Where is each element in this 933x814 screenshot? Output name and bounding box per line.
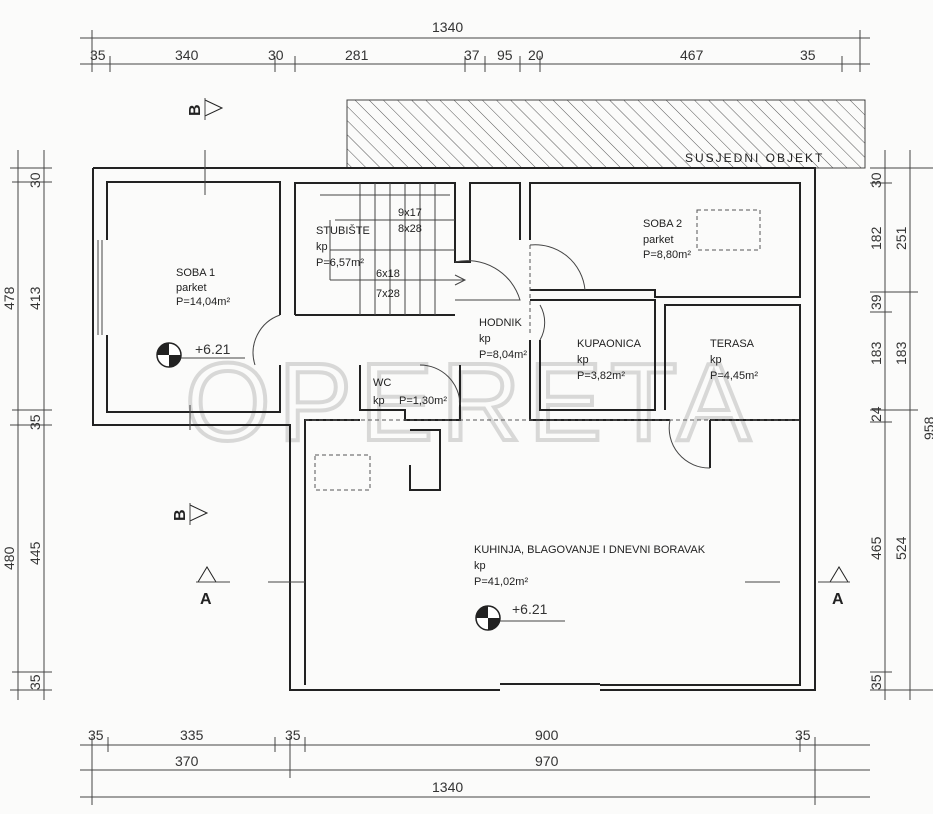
dim-right: 183 xyxy=(868,341,884,365)
neighbor-label: SUSJEDNI OBJEKT xyxy=(685,151,824,165)
walls xyxy=(92,167,816,691)
dim-left: 445 xyxy=(27,541,43,565)
room-soba-2: SOBA 2 parket P=8,80m² xyxy=(643,218,691,261)
room-area: P=8,80m² xyxy=(643,249,691,261)
dim-right: 30 xyxy=(868,172,884,188)
dim-left: 480 xyxy=(1,546,17,570)
room-area: P=4,45m² xyxy=(710,370,758,382)
room-area: P=3,82m² xyxy=(577,370,625,382)
room-name: SOBA 2 xyxy=(643,218,682,230)
dim-right: 182 xyxy=(868,226,884,250)
dim-right-total: 958 xyxy=(921,416,933,440)
room-area: P=6,57m² xyxy=(316,257,364,269)
room-area: P=14,04m² xyxy=(176,296,230,308)
neighbor-building xyxy=(346,99,866,169)
dim-top: 37 xyxy=(464,47,480,63)
room-floor: kp xyxy=(710,354,722,366)
room-terasa: TERASA kp P=4,45m² xyxy=(710,338,758,382)
room-floor: parket xyxy=(176,282,207,294)
dim-top: 20 xyxy=(528,47,544,63)
dim-top-total: 1340 xyxy=(432,19,463,35)
room-name: SOBA 1 xyxy=(176,267,215,279)
dim-left: 413 xyxy=(27,286,43,310)
dim-left: 478 xyxy=(1,286,17,310)
room-soba-1: SOBA 1 parket P=14,04m² xyxy=(176,267,230,308)
dim-bottom: 370 xyxy=(175,753,199,769)
dim-left: 35 xyxy=(27,414,43,430)
svg-text:B: B xyxy=(172,509,189,521)
room-area: P=8,04m² xyxy=(479,349,527,361)
stairs: 9x17 8x28 6x18 7x28 xyxy=(320,183,467,315)
level-marker-boravak: +6.21 xyxy=(475,601,565,631)
room-floor: parket xyxy=(643,234,674,246)
svg-text:A: A xyxy=(200,591,212,608)
dim-left: 35 xyxy=(27,674,43,690)
section-a-right: A xyxy=(745,566,850,608)
dim-top: 30 xyxy=(268,47,284,63)
dim-top: 35 xyxy=(90,47,106,63)
room-name: WC xyxy=(373,377,391,389)
room-name: STUBIŠTE xyxy=(316,224,370,237)
section-b-top: B xyxy=(187,98,224,195)
room-area: P=41,02m² xyxy=(474,576,528,588)
room-hodnik: HODNIK kp P=8,04m² xyxy=(479,317,527,361)
dim-right: 524 xyxy=(893,536,909,560)
section-b-bottom: B xyxy=(172,405,209,525)
stairs-lower-size: 7x28 xyxy=(376,288,400,300)
room-stubiste: STUBIŠTE kp P=6,57m² xyxy=(316,224,370,269)
room-name: KUPAONICA xyxy=(577,338,642,350)
dim-top: 35 xyxy=(800,47,816,63)
section-a-left: A xyxy=(196,566,305,608)
dim-top: 95 xyxy=(497,47,513,63)
doors xyxy=(252,244,711,469)
stairs-upper-count: 9x17 xyxy=(398,207,422,219)
dim-right: 35 xyxy=(868,674,884,690)
level-value: +6.21 xyxy=(195,341,231,357)
room-floor: kp xyxy=(474,560,486,572)
room-name: KUHINJA, BLAGOVANJE I DNEVNI BORAVAK xyxy=(474,544,706,556)
dim-right: 39 xyxy=(868,294,884,310)
dim-left: 30 xyxy=(27,172,43,188)
dim-bottom: 35 xyxy=(285,727,301,743)
room-floor: kp xyxy=(316,241,328,253)
room-area: P=1,30m² xyxy=(399,395,447,407)
stairs-upper-size: 8x28 xyxy=(398,223,422,235)
bottom-dimensions: 35 335 35 900 35 370 970 1340 xyxy=(80,727,870,805)
dim-bottom: 900 xyxy=(535,727,559,743)
level-value: +6.21 xyxy=(512,601,548,617)
dim-bottom: 335 xyxy=(180,727,204,743)
room-name: HODNIK xyxy=(479,317,522,329)
svg-text:A: A xyxy=(832,591,844,608)
dim-right: 251 xyxy=(893,226,909,250)
dim-right: 24 xyxy=(868,406,884,422)
level-marker-soba-1: +6.21 xyxy=(156,341,245,368)
svg-text:B: B xyxy=(187,104,204,116)
room-floor: kp xyxy=(479,333,491,345)
watermark: OPERETA xyxy=(185,341,759,464)
dim-bottom: 35 xyxy=(88,727,104,743)
dim-top: 340 xyxy=(175,47,199,63)
dim-top: 467 xyxy=(680,47,704,63)
dim-right: 183 xyxy=(893,341,909,365)
top-dimensions: 1340 35 340 30 281 37 95 20 467 35 xyxy=(80,19,870,72)
dim-bottom: 970 xyxy=(535,753,559,769)
dim-right: 465 xyxy=(868,536,884,560)
room-wc: WC kp P=1,30m² xyxy=(373,377,447,407)
dim-bottom-total: 1340 xyxy=(432,779,463,795)
dim-bottom: 35 xyxy=(795,727,811,743)
room-name: TERASA xyxy=(710,338,755,350)
dim-top: 281 xyxy=(345,47,369,63)
room-floor: kp xyxy=(373,395,385,407)
room-dnevni-boravak: KUHINJA, BLAGOVANJE I DNEVNI BORAVAK kp … xyxy=(474,544,706,588)
room-kupaonica: KUPAONICA kp P=3,82m² xyxy=(577,338,642,382)
right-dimensions: 30 182 39 183 24 465 35 251 183 524 958 xyxy=(868,150,933,700)
stairs-lower-count: 6x18 xyxy=(376,268,400,280)
left-dimensions: 478 480 30 413 35 445 35 xyxy=(1,150,52,700)
room-floor: kp xyxy=(577,354,589,366)
